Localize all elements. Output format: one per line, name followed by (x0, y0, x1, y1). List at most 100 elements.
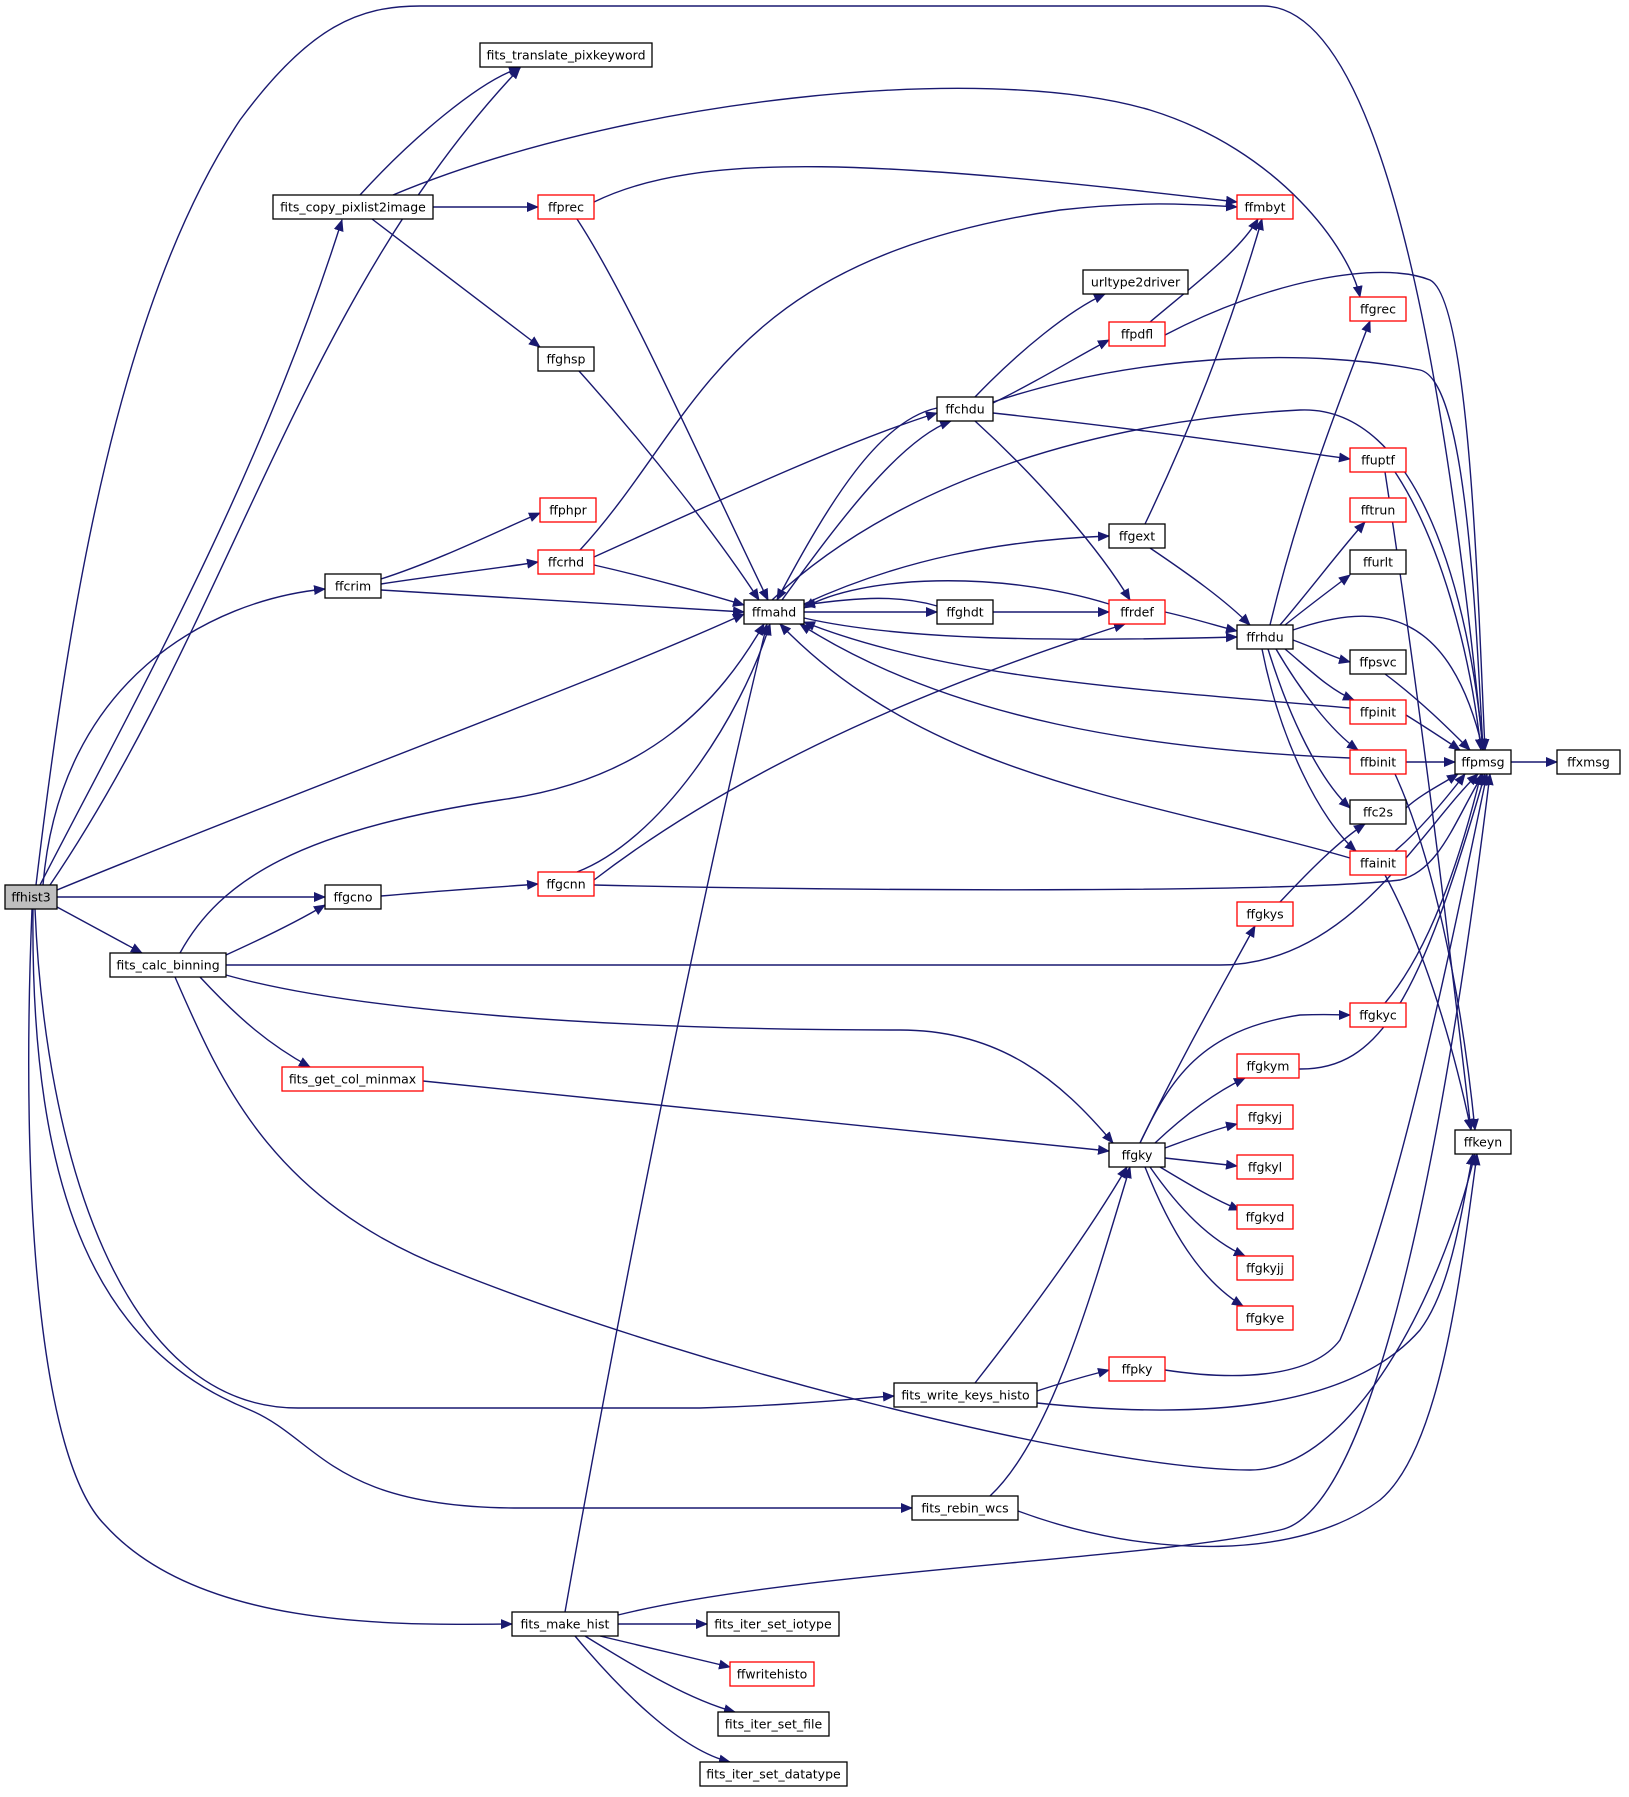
node-box (4, 884, 58, 910)
node-ffgkyc[interactable]: ffgkyc (1349, 1002, 1407, 1028)
node-ffprec[interactable]: ffprec (537, 194, 595, 220)
node-ffghsp[interactable]: ffghsp (537, 346, 595, 372)
node-fits-rebin-wcs[interactable]: fits_rebin_wcs (911, 1495, 1019, 1521)
edge-ffhist3-to-fits_rebin_wcs (32, 908, 913, 1513)
edge-line (422, 1080, 1110, 1155)
edge-line (992, 356, 1488, 751)
node-box (1349, 497, 1407, 523)
node-ffhist3[interactable]: ffhist3 (4, 884, 58, 910)
edge-ffcrhd-to-ffmbyt (579, 201, 1238, 551)
node-box (1349, 749, 1407, 775)
edge-ffbinit-to-ffmahd (799, 623, 1351, 759)
node-ffc2s[interactable]: ffc2s (1349, 799, 1407, 825)
node-box (1349, 549, 1407, 575)
edge-line (1149, 218, 1259, 323)
node-ffgrec[interactable]: ffgrec (1349, 296, 1407, 322)
node-fftrun[interactable]: fftrun (1349, 497, 1407, 523)
node-ffxmsg[interactable]: ffxmsg (1556, 749, 1621, 775)
node-ffgkyl[interactable]: ffgkyl (1236, 1154, 1294, 1180)
node-fits-iter-set-file[interactable]: fits_iter_set_file (717, 1711, 830, 1737)
node-ffpinit[interactable]: ffpinit (1349, 699, 1407, 725)
edge-line (1394, 471, 1485, 751)
edge-ffmahd-to-ffchdu (781, 420, 952, 601)
node-ffpsvc[interactable]: ffpsvc (1349, 649, 1407, 675)
node-ffgkye[interactable]: ffgkye (1236, 1305, 1294, 1331)
node-fits-translate-pixkeyword[interactable]: fits_translate_pixkeyword (479, 42, 653, 68)
node-box (109, 952, 227, 978)
node-ffpky[interactable]: ffpky (1108, 1356, 1166, 1382)
node-ffwritehisto[interactable]: ffwritehisto (729, 1661, 815, 1687)
node-fits-calc-binning[interactable]: fits_calc_binning (109, 952, 227, 978)
node-label: ffpdfl (1121, 327, 1153, 342)
node-ffuptf[interactable]: ffuptf (1349, 447, 1407, 473)
node-box (1108, 1142, 1166, 1168)
node-label: ffgkyj (1248, 1110, 1282, 1125)
node-ffgkyd[interactable]: ffgkyd (1236, 1204, 1294, 1230)
edge-line (974, 293, 1106, 398)
node-label: ffgkyl (1248, 1160, 1282, 1175)
node-fits-iter-set-datatype[interactable]: fits_iter_set_datatype (699, 1761, 848, 1787)
edge-ffgext-to-ffrhdu (1149, 547, 1251, 626)
node-urltype2driver[interactable]: urltype2driver (1082, 269, 1189, 295)
node-label: ffrhdu (1246, 630, 1283, 645)
edge-line (1159, 1166, 1241, 1211)
node-fits-write-keys-histo[interactable]: fits_write_keys_histo (893, 1382, 1038, 1408)
nodes-layer: ffhist3 fits_translate_pixkeyword fits_cop… (4, 42, 1621, 1787)
node-ffcrim[interactable]: ffcrim (324, 573, 382, 599)
node-box (1236, 1104, 1294, 1130)
node-ffgcno[interactable]: ffgcno (324, 884, 382, 910)
edge-ffchdu-to-ffmahd (776, 407, 938, 601)
edge-ffrhdu-to-ffc2s (1267, 648, 1351, 809)
node-ffgext[interactable]: ffgext (1108, 523, 1166, 549)
node-box (1349, 850, 1407, 876)
edge-line (225, 974, 1114, 1144)
edge-ffrhdu-to-fftrun (1279, 521, 1366, 626)
node-box (1236, 1255, 1294, 1281)
edge-line (1139, 1009, 1351, 1144)
node-ffkeyn[interactable]: ffkeyn (1454, 1129, 1512, 1155)
node-ffmahd[interactable]: ffmahd (743, 599, 805, 625)
edge-line (42, 585, 326, 886)
node-fits-get-col-minmax[interactable]: fits_get_col_minmax (281, 1066, 424, 1092)
node-ffphpr[interactable]: ffphpr (539, 497, 597, 523)
node-fits-iter-set-iotype[interactable]: fits_iter_set_iotype (706, 1611, 840, 1637)
node-fits-copy-pixlist2image[interactable]: fits_copy_pixlist2image (272, 194, 434, 220)
edge-ffpky-to-ffpmsg (1164, 773, 1490, 1377)
edge-ffprec-to-ffmbyt (593, 165, 1238, 206)
node-ffgkys[interactable]: ffgkys (1236, 901, 1294, 927)
node-label: fits_iter_set_file (725, 1717, 823, 1732)
node-ffgky[interactable]: ffgky (1108, 1142, 1166, 1168)
node-ffpdfl[interactable]: ffpdfl (1108, 321, 1166, 347)
node-ffgkyjj[interactable]: ffgkyjj (1236, 1255, 1294, 1281)
edge-line (380, 879, 539, 897)
node-ffgcnn[interactable]: ffgcnn (537, 871, 595, 897)
node-ffgkym[interactable]: ffgkym (1236, 1053, 1300, 1079)
edge-fits_rebin_wcs-to-ffgky (989, 1166, 1132, 1497)
node-box (1349, 1002, 1407, 1028)
node-ffcrhd[interactable]: ffcrhd (537, 549, 595, 575)
node-ffchdu[interactable]: ffchdu (936, 396, 994, 422)
edge-ffrdef-to-ffrhdu (1164, 611, 1238, 634)
node-ffpmsg[interactable]: ffpmsg (1454, 749, 1512, 775)
node-ffrdef[interactable]: ffrdef (1108, 599, 1166, 625)
node-label: ffmbyt (1244, 200, 1285, 215)
edge-line (1405, 714, 1461, 751)
edge-line (32, 908, 913, 1513)
node-fits-make-hist[interactable]: fits_make_hist (511, 1611, 619, 1637)
edge-line (593, 622, 1126, 881)
node-ffmbyt[interactable]: ffmbyt (1236, 194, 1294, 220)
node-label: ffhist3 (11, 890, 50, 905)
node-ffbinit[interactable]: ffbinit (1349, 749, 1407, 775)
edge-line (1261, 648, 1357, 852)
node-ffrhdu[interactable]: ffrhdu (1236, 624, 1294, 650)
edge-line (593, 564, 745, 607)
node-ffghdt[interactable]: ffghdt (936, 599, 994, 625)
node-ffainit[interactable]: ffainit (1349, 850, 1407, 876)
edge-ffcrim-to-ffphpr (380, 512, 541, 580)
edge-fits_calc_binning-to-ffmahd (179, 623, 765, 954)
node-ffurlt[interactable]: ffurlt (1349, 549, 1407, 575)
edge-line (1164, 271, 1490, 751)
node-ffgkyj[interactable]: ffgkyj (1236, 1104, 1294, 1130)
edge-line (1384, 673, 1471, 751)
node-label: fits_iter_set_iotype (714, 1617, 832, 1632)
